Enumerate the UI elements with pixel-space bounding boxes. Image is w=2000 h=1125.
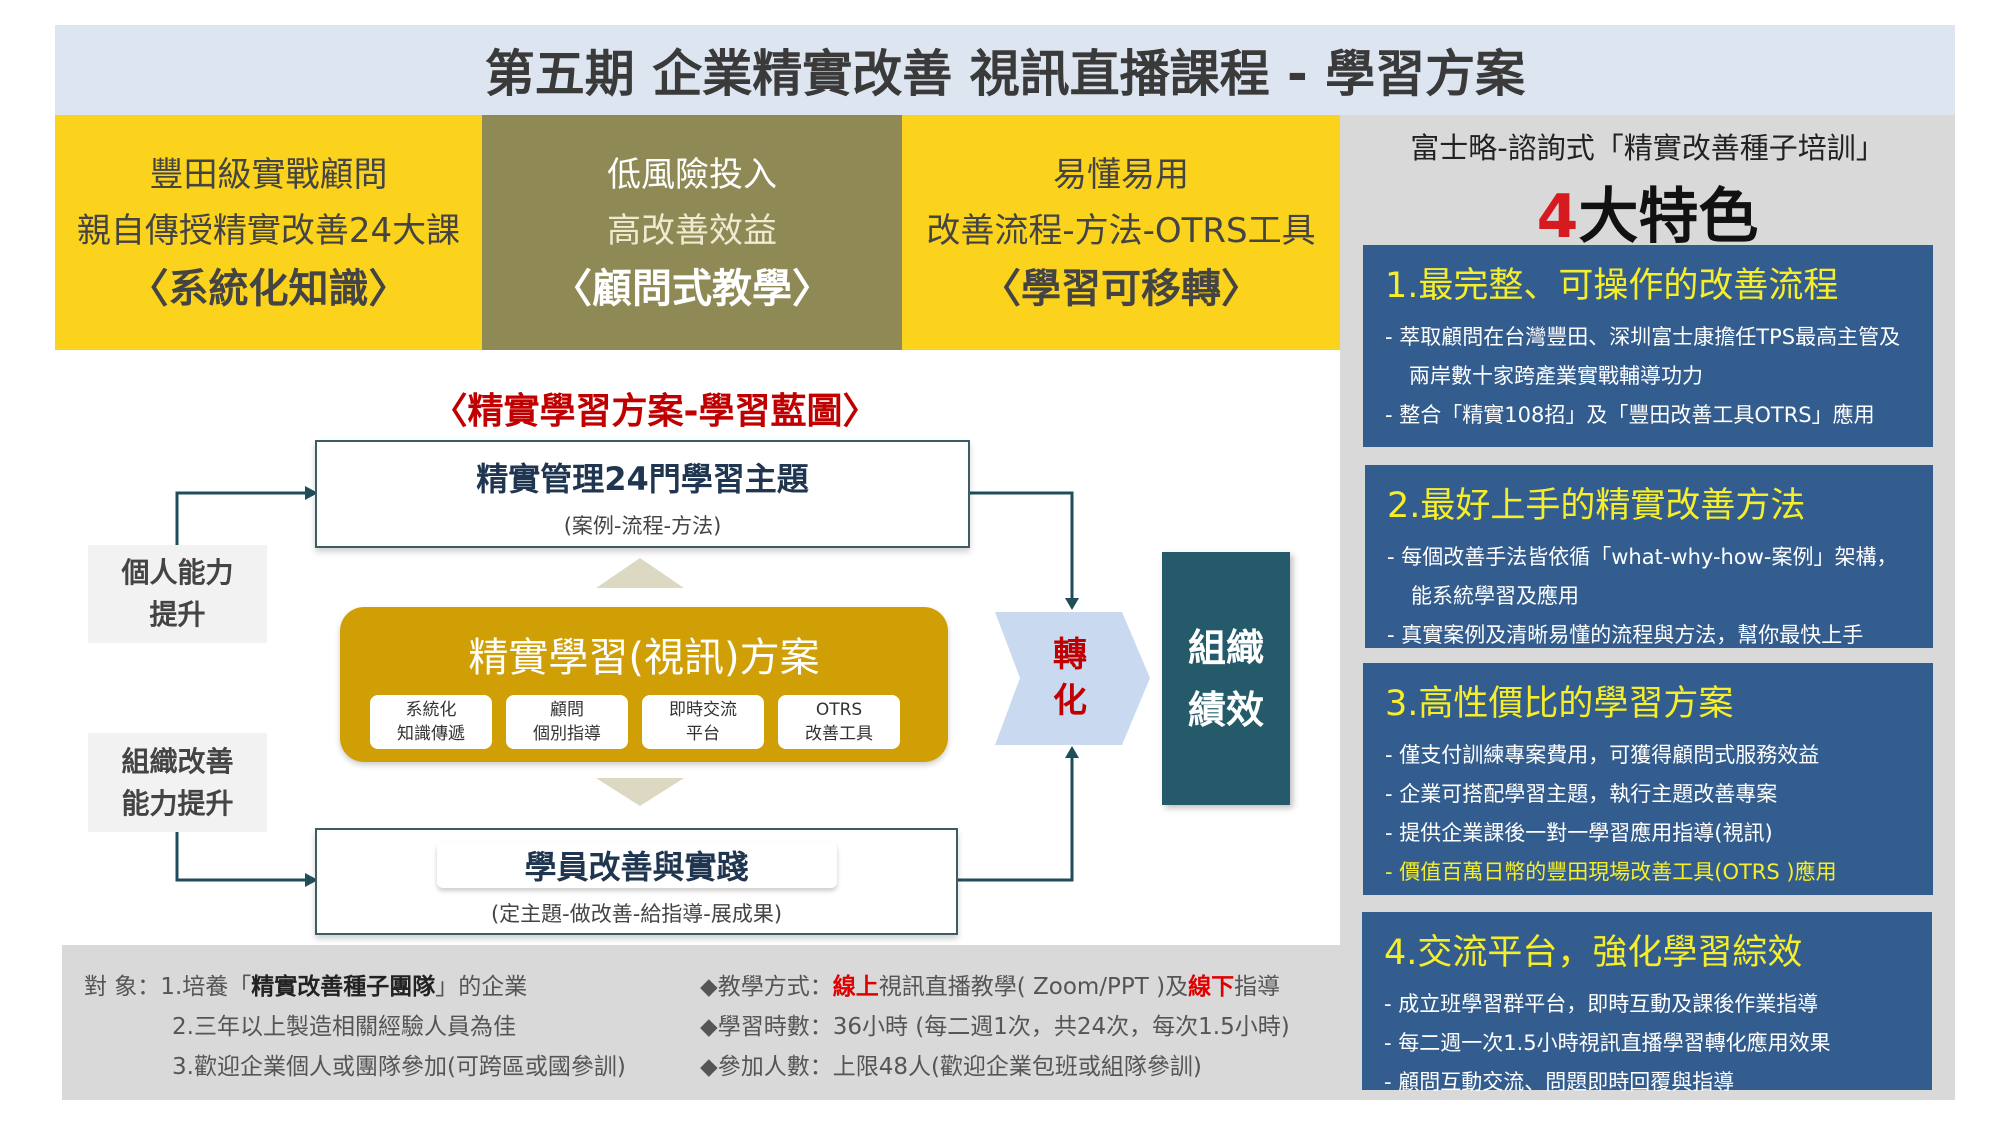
box-line: 易懂易用 [1053,154,1189,195]
pill-text: 個別指導 [533,724,601,744]
box-line: 親自傳授精實改善24大課 [76,210,461,251]
label-text: 化 [1053,681,1087,721]
info-text: 視訊直播教學( Zoom/PPT )及 [878,974,1189,1000]
transform-chevron [995,612,1150,745]
label-text: 組織改善 [121,744,234,778]
feature-card-1: 1.最完整、可操作的改善流程 - 萃取顧問在台灣豐田、深圳富士康擔任TPS最高主… [1363,245,1933,447]
info-red: 線下 [1188,974,1235,1000]
course-info: 對 象：1.培養「精實改善種子團隊」的企業 2.三年以上製造相關經驗人員為佳 3… [62,945,1340,1100]
personal-ability-label: 個人能力提升 [88,545,267,643]
card-item: - 提供企業課後一對一學習應用指導(視訊) [1385,821,1773,845]
label-text: 組織 [1187,625,1264,670]
program-box: 精實學習(視訊)方案 系統化知識傳遞 顧問個別指導 即時交流平台 OTRS 改善工… [340,607,948,762]
course-details: ◆教學方式：線上視訊直播教學( Zoom/PPT )及線下指導 ◆學習時數：36… [700,967,1290,1087]
pill-platform: 即時交流平台 [642,695,764,749]
card-item: - 每個改善手法皆依循「what-why-how-案例」架構，能系統學習及應用 [1387,545,1898,608]
box-line: 高改善效益 [607,210,777,251]
box-line: 豐田級實戰顧問 [149,154,388,195]
label-text: 績效 [1187,687,1264,732]
info-text: 指導 [1234,974,1281,1000]
info-text: ◆參加人數：上限48人(歡迎企業包班或組隊參訓) [700,1054,1202,1080]
pill-system: 系統化知識傳遞 [370,695,492,749]
card-item: - 企業可搭配學習主題，執行主題改善專案 [1385,782,1778,806]
info-text: 3.歡迎企業個人或團隊參加(可跨區或國參訓) [172,1054,626,1080]
pill-text: 平台 [686,724,720,744]
flow-connectors [175,486,1150,887]
box-tag: 〈顧問式教學〉 [552,265,832,312]
card-item: - 真實案例及清晰易懂的流程與方法，幫你最快上手 [1387,623,1864,647]
card-item: - 整合「精實108招」及「豐田改善工具OTRS」應用 [1385,403,1875,427]
info-text: 1.培養「 [160,974,252,1000]
pill-text: 即時交流 [669,700,737,720]
diagram-subtitle: 〈精實學習方案-學習藍圖〉 [431,391,879,432]
card-title: 2.最好上手的精實改善方法 [1387,486,1806,526]
card-item: - 每二週一次1.5小時視訊直播學習轉化應用效果 [1384,1031,1831,1055]
practice-box: 學員改善與實踐 (定主題-做改善-給指導-展成果) [315,828,958,935]
pill-text: 系統化 [405,700,457,720]
panel-heading: 4大特色 [1340,168,1955,255]
panel-header: 富士略-諮詢式「精實改善種子培訓」 [1410,131,1885,165]
box-tag: 〈學習可移轉〉 [981,265,1261,312]
info-red: 線上 [832,974,879,1000]
practice-title: 學員改善與實踐 [437,842,837,888]
up-arrow-icon [596,558,684,588]
feature-card-3: 3.高性價比的學習方案 - 僅支付訓練專案費用，可獲得顧問式服務效益 - 企業可… [1363,663,1933,895]
feature-box-transfer: 易懂易用 改善流程-方法-OTRS工具 〈學習可移轉〉 [902,115,1340,350]
label-text: 轉 [1053,635,1087,675]
card-item: - 顧問互動交流、問題即時回覆與指導 [1384,1070,1735,1094]
label-text: 提升 [149,598,206,631]
card-title: 1.最完整、可操作的改善流程 [1385,266,1839,306]
pill-text: 顧問 [550,700,584,720]
box-tag: 〈系統化知識〉 [128,265,409,312]
box-line: 低風險投入 [607,154,777,195]
pill-text: 改善工具 [805,724,873,744]
target-audience: 對 象：1.培養「精實改善種子團隊」的企業 2.三年以上製造相關經驗人員為佳 3… [84,967,626,1087]
heading-text: 大特色 [1578,182,1759,252]
label-text: 個人能力 [121,556,234,589]
card-title: 4.交流平台，強化學習綜效 [1384,933,1803,973]
number: 4 [1536,182,1579,252]
info-text: 」的企業 [435,974,528,1000]
program-title: 精實學習(視訊)方案 [468,635,820,681]
box-line: 改善流程-方法-OTRS工具 [926,210,1316,251]
pill-otrs: OTRS 改善工具 [778,695,900,749]
feature-box-consult: 低風險投入 高改善效益 〈顧問式教學〉 [482,115,902,350]
page-title: 第五期 企業精實改善 視訊直播課程 - 學習方案 [55,25,1955,115]
pill-text: OTRS [815,700,863,720]
feature-box-system: 豐田級實戰顧問 親自傳授精實改善24大課 〈系統化知識〉 [55,115,482,350]
card-item: - 成立班學習群平台，即時互動及課後作業指導 [1384,992,1819,1016]
topics-sub: (案例-流程-方法) [563,514,722,538]
feature-card-4: 4.交流平台，強化學習綜效 - 成立班學習群平台，即時互動及課後作業指導 - 每… [1362,912,1932,1094]
pill-consultant: 顧問個別指導 [506,695,628,749]
card-title: 3.高性價比的學習方案 [1385,684,1734,724]
card-item: - 僅支付訓練專案費用，可獲得顧問式服務效益 [1385,743,1820,767]
practice-sub: (定主題-做改善-給指導-展成果) [490,902,783,926]
feature-card-2: 2.最好上手的精實改善方法 - 每個改善手法皆依循「what-why-how-案… [1365,465,1933,648]
topics-box: 精實管理24門學習主題 (案例-流程-方法) [315,440,970,548]
info-text: ◆學習時數：36小時 (每二週1次，共24次，每次1.5小時) [700,1014,1290,1040]
card-item-highlight: - 價值百萬日幣的豐田現場改善工具(OTRS )應用 [1385,860,1837,884]
org-ability-label: 組織改善能力提升 [88,733,267,832]
org-performance-box: 組織績效 [1162,552,1290,805]
label-text: 能力提升 [121,786,234,820]
target-label: 對 象： [84,974,161,1000]
info-text: ◆教學方式： [700,974,833,1000]
info-bold: 精實改善種子團隊 [251,974,436,1000]
pill-text: 知識傳遞 [397,724,465,744]
topics-title: 精實管理24門學習主題 [476,460,809,498]
info-text: 2.三年以上製造相關經驗人員為佳 [172,1014,516,1040]
card-item: - 萃取顧問在台灣豐田、深圳富士康擔任TPS最高主管及兩岸數十家跨產業實戰輔導功… [1385,325,1901,388]
transform-label: 轉化 [1040,632,1100,724]
down-arrow-icon [596,778,684,806]
